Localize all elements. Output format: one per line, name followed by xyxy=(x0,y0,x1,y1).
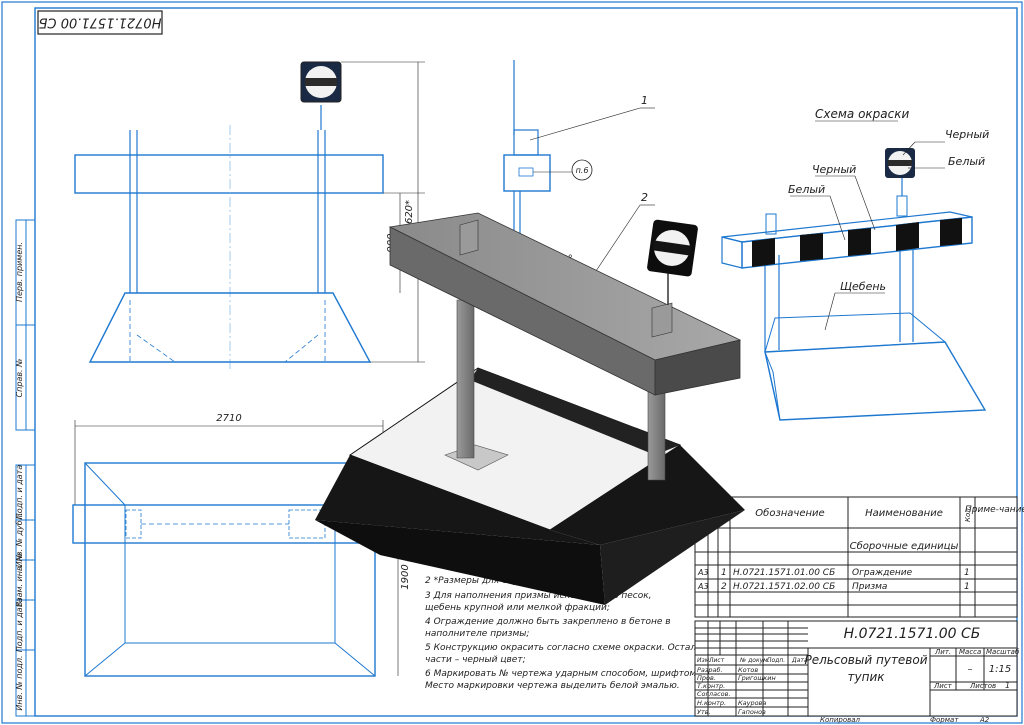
note-line: 4 Ограждение должно быть закреплено в бе… xyxy=(425,617,671,627)
tb-mass-value: – xyxy=(968,664,973,675)
tb-role-tcontrol: Т.контр. xyxy=(697,682,725,690)
side-label-ref-no: Справ. № xyxy=(15,359,24,398)
spec-row-qty: 1 xyxy=(964,582,970,592)
spec-row-name: Ограждение xyxy=(852,568,913,578)
spec-row-qty: 1 xyxy=(964,568,970,578)
spec-row: А3 2 Н.0721.1571.02.00 СБ Призма 1 xyxy=(697,582,970,592)
tb-sheets: Листов xyxy=(969,682,996,690)
title-block-name-1: Рельсовый путевой xyxy=(805,653,928,667)
tb-mass: Масса xyxy=(959,648,981,656)
spec-row-pos: 2 xyxy=(721,582,727,592)
tb-lit: Лит. xyxy=(934,648,951,656)
spec-row-code: Н.0721.1571.02.00 СБ xyxy=(733,582,835,592)
tb-col-list: Лист xyxy=(708,657,725,664)
note-line: части – черный цвет; xyxy=(425,655,526,665)
scheme-title: Схема окраски xyxy=(815,107,909,121)
note-line: наполнителе призмы; xyxy=(425,629,529,639)
tb-name-check: Григошкин xyxy=(738,674,776,682)
tb-copied: Копировал xyxy=(820,716,861,724)
spec-row-code: Н.0721.1571.01.00 СБ xyxy=(733,568,835,578)
tb-format: Формат xyxy=(930,716,959,724)
spec-header-designation: Обозначение xyxy=(755,507,824,519)
paint-scheme xyxy=(721,141,987,421)
dim-width-total: 2710 xyxy=(216,413,241,424)
front-view xyxy=(74,61,425,370)
side-label-replace-no: Взам. инв. № xyxy=(15,553,24,607)
tb-format-value: А2 xyxy=(979,716,990,724)
side-strip xyxy=(15,219,36,717)
title-block-name-2: тупик xyxy=(848,670,886,684)
scheme-label-black-beam: Черный xyxy=(812,163,856,176)
spec-section: Сборочные единицы xyxy=(850,540,959,552)
tb-role-ncontrol: Н.контр. xyxy=(697,699,726,707)
spec-header-qty: Кол. xyxy=(964,506,972,522)
tb-col-date: Дата xyxy=(791,657,808,664)
tb-col-doc: № докум. xyxy=(739,657,770,664)
note-line: 2 *Размеры для справок. xyxy=(425,576,543,586)
spec-table xyxy=(694,496,1018,618)
dim-sign-offset: 620* xyxy=(404,200,415,224)
spec-row-format: А3 xyxy=(697,568,709,577)
side-label-orig-no: Инв. № подл. xyxy=(15,655,24,710)
title-block xyxy=(694,620,1018,717)
technical-notes: 2 *Размеры для справок. 3 Для наполнения… xyxy=(425,576,723,691)
side-label-dup-no: Инв. № дубл. xyxy=(15,513,24,568)
tb-sheet: Лист xyxy=(933,682,953,690)
render-3d xyxy=(315,212,745,605)
callout-2: 2 xyxy=(641,191,648,204)
spec-row-name: Призма xyxy=(852,582,887,592)
scheme-label-white-sign: Белый xyxy=(948,155,985,168)
note-line: 6 Маркировать № чертежа ударным способом… xyxy=(425,669,723,679)
drawing-code-top: Н0721.1571.00 СБ xyxy=(38,15,161,30)
note-line: 5 Конструкцию окрасить согласно схеме ок… xyxy=(425,643,720,653)
tb-role-develop: Разраб. xyxy=(697,666,723,674)
spec-row-format: А3 xyxy=(697,582,709,591)
tb-scale: Масштаб xyxy=(986,648,1020,656)
tb-name-approve: Гапонов xyxy=(738,708,766,716)
tb-role-check: Пров. xyxy=(697,674,716,682)
spec-header-name: Наименование xyxy=(865,508,943,519)
tb-scale-value: 1:15 xyxy=(989,664,1011,675)
callout-1: 1 xyxy=(641,94,648,107)
spec-row-pos: 1 xyxy=(721,568,727,578)
tb-col-sign: Подп. xyxy=(767,657,785,664)
scheme-label-black-sign: Черный xyxy=(945,128,989,141)
scheme-label-white-beam: Белый xyxy=(788,183,825,196)
spec-row: А3 1 Н.0721.1571.01.00 СБ Ограждение 1 xyxy=(697,568,970,578)
title-block-code: Н.0721.1571.00 СБ xyxy=(844,626,981,642)
scheme-label-gravel: Щебень xyxy=(840,280,886,293)
note-line: 3 Для наполнения призмы использовать пес… xyxy=(425,591,652,601)
side-label-sign-date-2: Подп. и дата xyxy=(15,598,24,653)
tb-col-izm: Изм. xyxy=(697,657,711,664)
callout-marking: п.6 xyxy=(576,166,589,175)
dim-height-total: 1900 xyxy=(400,564,411,589)
tb-sheets-value: 1 xyxy=(1005,681,1010,690)
side-label-sign-date-1: Подп. и дата xyxy=(15,465,24,520)
tb-name-develop: Котов xyxy=(738,666,758,674)
note-line: Место маркировки чертежа выделить белой … xyxy=(425,681,680,691)
tb-role-approve: Утв. xyxy=(697,708,711,716)
note-line: щебень крупной или мелкой фракции; xyxy=(425,603,610,613)
spec-header-note: Приме-чание xyxy=(965,505,1024,515)
side-label-first-use: Перв. примен. xyxy=(15,242,24,302)
tb-role-agree: Согласов. xyxy=(697,690,731,698)
tb-name-ncontrol: Каурова xyxy=(738,699,766,707)
